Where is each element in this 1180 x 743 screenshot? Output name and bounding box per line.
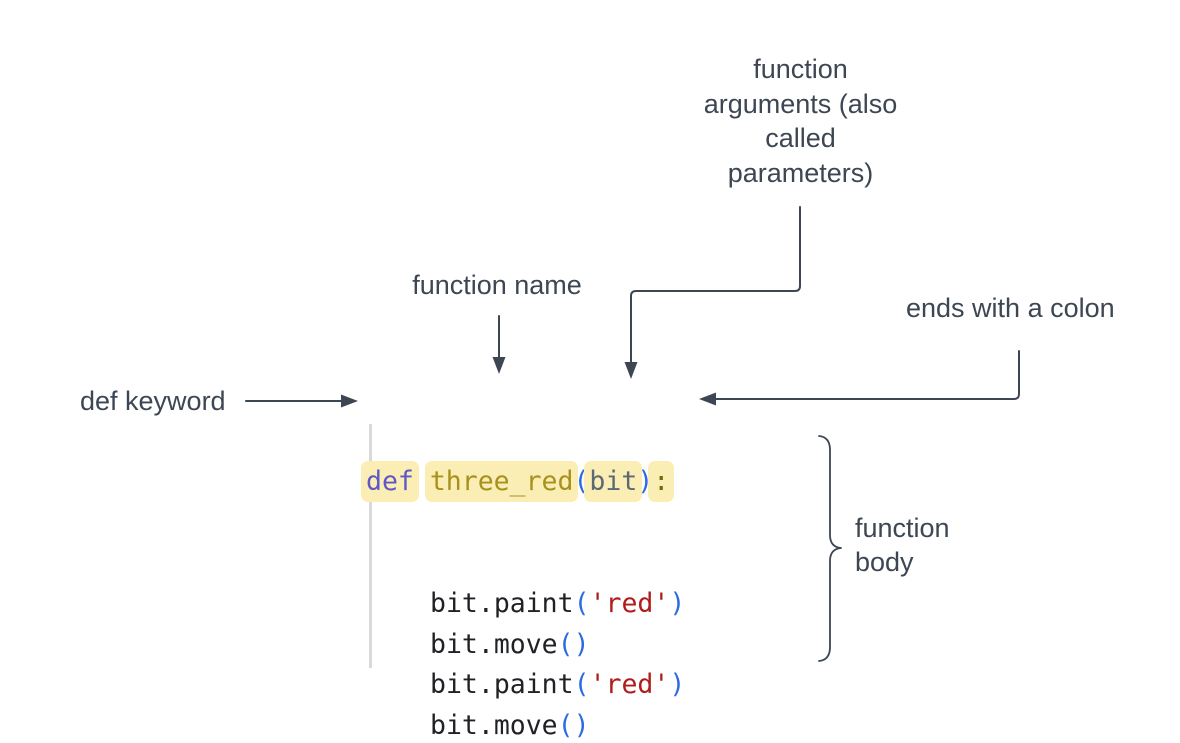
code-token-plain: bit.move <box>430 628 558 660</box>
arrowhead-function-name <box>492 357 506 374</box>
code-token-plain: bit.paint <box>430 587 574 619</box>
arrowhead-def-keyword <box>341 394 358 408</box>
code-token-function-name: three_red <box>424 461 579 503</box>
code-line-body: bit.paint('red') <box>430 584 685 625</box>
code-token-paren: ( <box>573 669 590 701</box>
indent-guide-line <box>369 424 372 668</box>
code-line-body: bit.move() <box>430 625 685 666</box>
code-token-paren: ( <box>557 709 574 741</box>
code-line-body: bit.move() <box>430 706 685 743</box>
code-token-string: 'red' <box>589 669 670 701</box>
code-body: bit.paint('red')bit.move()bit.paint('red… <box>366 584 685 743</box>
connector-function-arguments <box>630 206 801 363</box>
code-token-plain: bit.move <box>430 709 558 741</box>
label-function-arguments: function arguments (also called paramete… <box>703 54 898 188</box>
label-function-name: function name <box>412 270 582 300</box>
code-token-colon: : <box>648 461 675 503</box>
label-ends-with-colon: ends with a colon <box>906 293 1115 323</box>
label-def-keyword: def keyword <box>80 386 226 416</box>
code-token-paren: ( <box>573 587 590 619</box>
code-block: def three_red(bit): bit.paint('red')bit.… <box>361 381 685 743</box>
code-line-body: bit.paint('red') <box>430 665 685 706</box>
arrowhead-function-arguments <box>624 362 638 379</box>
code-token-argument: bit <box>584 461 643 503</box>
code-token-string: 'red' <box>589 587 670 619</box>
code-token-plain: bit.paint <box>430 669 574 701</box>
code-token-paren: ) <box>573 709 590 741</box>
code-token-keyword: def <box>361 461 419 503</box>
code-token-paren: ) <box>669 669 686 701</box>
code-line-def: def three_red(bit): <box>361 461 685 503</box>
arrowhead-ends-with-colon <box>699 392 716 406</box>
code-token-paren: ( <box>557 628 574 660</box>
code-token-paren: ) <box>573 628 590 660</box>
connector-ends-with-colon <box>715 350 1020 400</box>
function-body-brace <box>818 435 842 662</box>
code-token-paren: ) <box>669 587 686 619</box>
label-function-body: function body <box>855 513 950 577</box>
